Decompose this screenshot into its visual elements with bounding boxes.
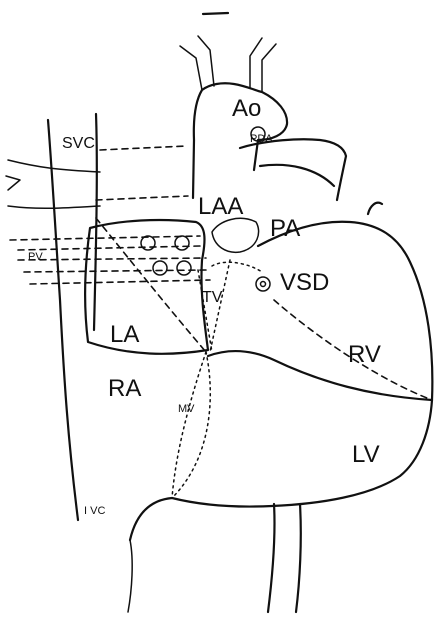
label-la: LA (110, 321, 139, 348)
label-vsd: VSD (280, 269, 329, 296)
laa-appendage (212, 218, 259, 252)
label-pa: PA (270, 215, 300, 242)
label-rv: RV (348, 341, 381, 368)
label-ra: RA (108, 375, 141, 402)
label-ivc: I VC (84, 505, 105, 517)
label-pv: PV (28, 251, 43, 263)
septum-lines (96, 218, 432, 498)
label-lv: LV (352, 441, 380, 468)
pv-ostia (141, 236, 191, 275)
right-ventricle-outline (208, 222, 432, 400)
label-pda: PDA (250, 133, 273, 145)
label-tv: TV (202, 289, 223, 306)
label-ao: Ao (232, 95, 261, 122)
descending-vessel (268, 504, 301, 612)
ivc-outline (128, 540, 132, 612)
label-laa: LAA (198, 193, 243, 220)
vsd-marker (256, 277, 270, 291)
svc-lines (48, 114, 97, 520)
label-svc: SVC (62, 135, 95, 152)
pulmonary-artery-outline (240, 139, 382, 214)
top-mark (203, 13, 228, 14)
label-mv: MV (178, 403, 195, 415)
